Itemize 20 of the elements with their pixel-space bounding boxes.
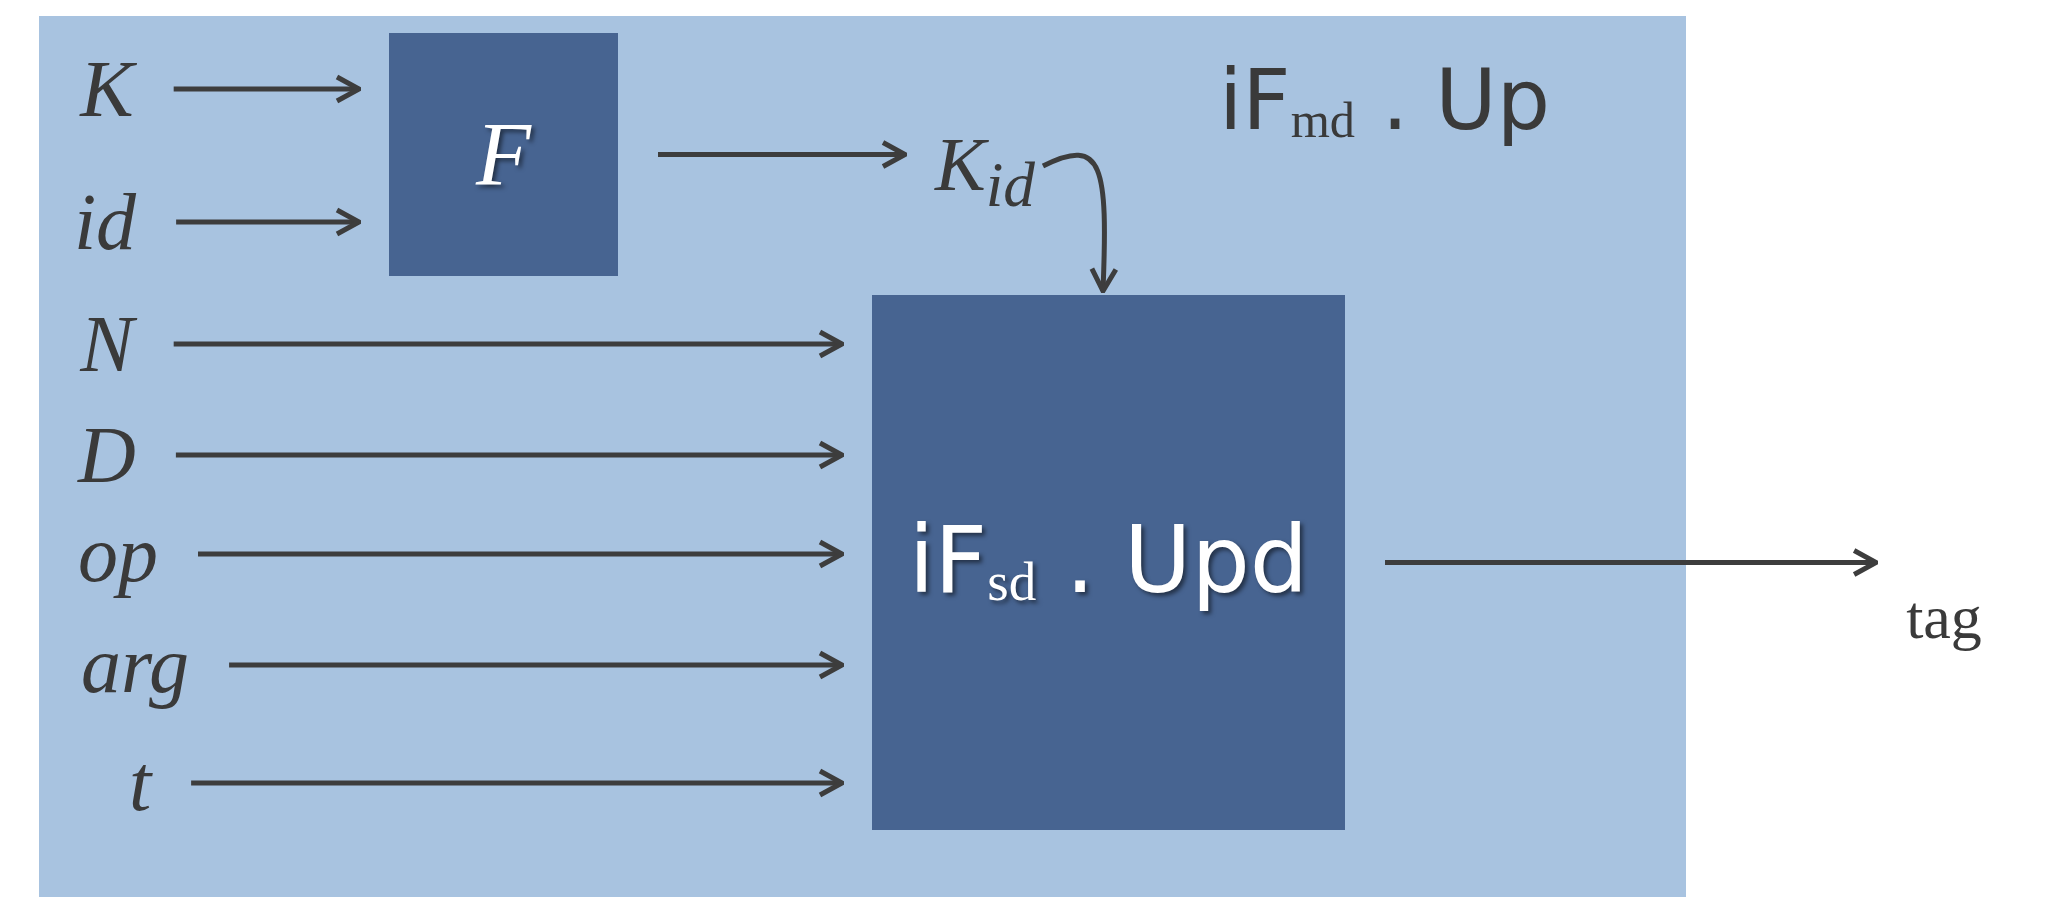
arrow xyxy=(176,207,362,237)
arrow xyxy=(175,440,845,470)
arrow xyxy=(173,74,362,104)
panel-background xyxy=(39,16,1686,897)
arrow xyxy=(1385,548,1879,577)
function-label: F xyxy=(476,109,531,200)
arrow xyxy=(198,539,845,569)
input-variable: t xyxy=(128,743,152,823)
function-label: iF$_{sd}$ . Upd xyxy=(908,515,1309,610)
function-box xyxy=(872,295,1345,830)
arrow xyxy=(173,329,845,359)
function-box xyxy=(389,33,618,276)
arrow xyxy=(658,140,908,169)
input-variable: id xyxy=(73,182,137,262)
input-variable: K$_{id}$ xyxy=(935,126,1035,218)
arrow xyxy=(229,650,845,680)
arrow xyxy=(1041,152,1119,294)
panel-title: iF$_{md}$ . Up xyxy=(1219,58,1550,145)
input-variable: D xyxy=(78,415,136,495)
arrow xyxy=(191,768,845,798)
